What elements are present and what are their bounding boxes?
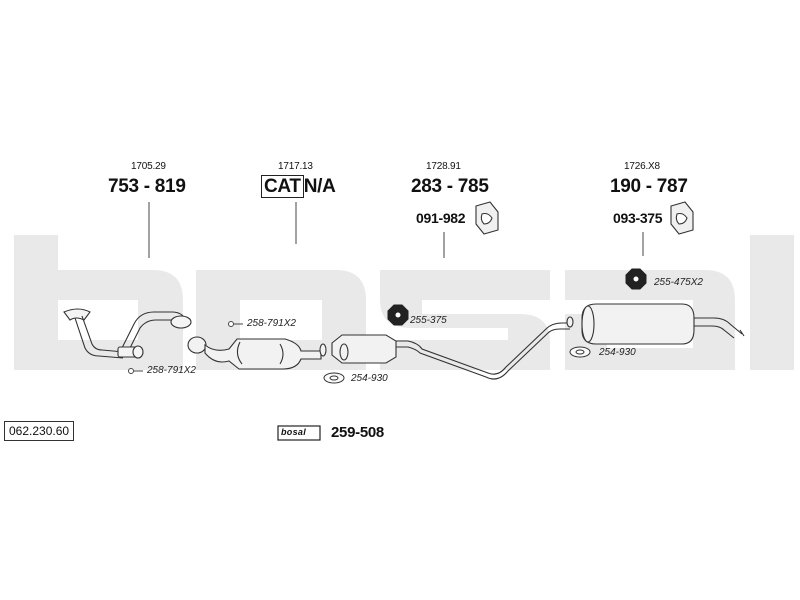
nut-rear-label: 255-475X2 — [654, 277, 703, 288]
nut-middle-label: 255-375 — [410, 315, 447, 326]
catalytic-converter — [187, 336, 327, 370]
kit-box — [277, 425, 321, 441]
nut-icon — [387, 268, 647, 326]
cat-clamp-label: 258-791X2 — [247, 318, 296, 329]
middle-silencer — [331, 316, 574, 380]
section-4-ref: 1726.X8 — [624, 161, 660, 172]
kit-part-number: 259-508 — [331, 424, 384, 441]
section-2-value: N/A — [303, 176, 336, 197]
section-2-ref: 1717.13 — [278, 161, 313, 172]
gasket-right-label: 254-930 — [599, 347, 636, 358]
reference-number: 062.230.60 — [4, 421, 75, 441]
hanger-icon — [475, 201, 694, 235]
gasket-icon — [323, 346, 591, 384]
section-3-hanger-part: 091-982 — [416, 210, 466, 226]
section-3-ref: 1728.91 — [426, 161, 461, 172]
clamp-icon — [128, 321, 243, 374]
section-3-part: 283 - 785 — [411, 176, 489, 197]
section-4-part: 190 - 787 — [610, 176, 688, 197]
front-clamp-label: 258-791X2 — [147, 365, 196, 376]
leader-lines — [148, 202, 644, 258]
section-4-hanger-part: 093-375 — [613, 210, 663, 226]
front-pipe — [63, 308, 192, 359]
cat-label: CAT — [261, 175, 304, 198]
gasket-left-label: 254-930 — [351, 373, 388, 384]
kit-logo: bosal — [281, 427, 307, 437]
section-1-ref: 1705.29 — [131, 161, 166, 172]
section-1-part: 753 - 819 — [108, 176, 186, 197]
rear-silencer — [581, 303, 745, 345]
